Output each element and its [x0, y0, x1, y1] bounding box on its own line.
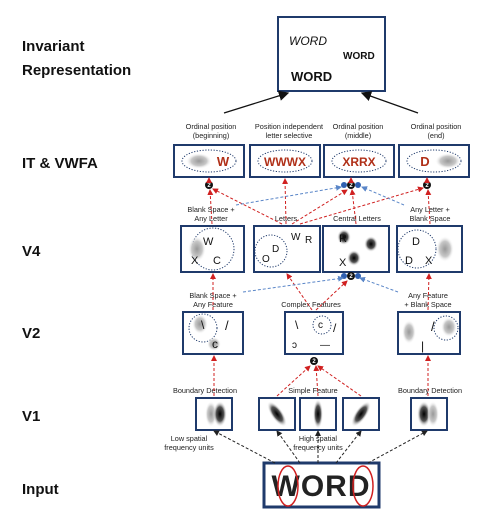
it-caption-4a: Ordinal position — [411, 122, 462, 131]
v2-box-2-glyph-slash: / — [333, 321, 337, 335]
v1-filter-1 — [195, 397, 233, 431]
arrow-to-invariant-right — [360, 91, 419, 114]
marker-number: 2 — [207, 183, 211, 189]
v4-caption-3: Central Letters — [333, 214, 381, 223]
v4-box-3-letter-r: R — [339, 233, 347, 245]
v1-filter-3 — [299, 397, 337, 431]
v2-box-1: \ / c — [182, 311, 244, 355]
it-caption-4b: (end) — [427, 131, 444, 140]
v4-box-2-letter-d: D — [272, 244, 279, 255]
marker-number-it-right: 2 — [425, 183, 429, 189]
v4-box-2-letter-r: R — [305, 235, 312, 246]
v2-box-1-glyph-slash: / — [225, 318, 229, 333]
v4-box-2: W R D O — [253, 225, 321, 273]
v2-caption-2: Complex Features — [281, 300, 341, 309]
invariant-word-small: WORD — [343, 51, 375, 62]
marker-circle — [205, 181, 213, 189]
level-label-representation: Representation — [22, 62, 131, 79]
invariant-word-italic: WORD — [289, 34, 327, 48]
v4-box-1: W X C — [180, 225, 245, 273]
v4-to-it-arrows — [207, 178, 432, 225]
it-caption-1a: Ordinal position — [186, 122, 237, 131]
v2-box-2-glyph-back: \ — [295, 318, 299, 332]
v4-box-1-letter-x: X — [191, 255, 199, 267]
it-captions: Ordinal position (beginning) Position in… — [186, 122, 462, 140]
invariant-representation-box — [277, 16, 386, 92]
it-caption-1b: (beginning) — [193, 131, 230, 140]
v1-caption-simple-feature: Simple Feature — [288, 386, 337, 395]
v1-caption-boundary-right: Boundary Detection — [398, 386, 462, 395]
it-box-2-letters: WWWX — [264, 155, 306, 169]
v4-box-4-letter-d2: D — [405, 255, 413, 267]
v4-box-4: D D X — [396, 225, 463, 273]
level-label-v1: V1 — [22, 408, 40, 425]
level-label-input: Input — [22, 481, 59, 498]
it-box-3-letters: XRRX — [342, 155, 375, 169]
v1-captions: Boundary Detection Simple Feature Bounda… — [173, 386, 462, 395]
v4-box-4-letter-d1: D — [412, 236, 420, 248]
marker-number-it-mid: 2 — [349, 183, 353, 189]
v2-to-v4-arrows — [210, 273, 432, 311]
input-word-box: WORD — [262, 461, 381, 509]
note-high-spatial-1: High spatial — [299, 434, 338, 443]
it-box-4-letter: D — [420, 154, 429, 169]
v2-caption-1a: Blank Space + — [189, 291, 236, 300]
it-box-4: D — [398, 144, 470, 178]
v1-filter-5 — [410, 397, 448, 431]
it-caption-3b: (middle) — [345, 131, 371, 140]
v1-notes: Low spatial frequency units High spatial… — [164, 434, 343, 452]
v4-box-2-letter-w: W — [291, 232, 301, 243]
v2-box-2: \ c / ɔ — — [284, 311, 344, 355]
it-markers: 2 2 2 — [205, 181, 431, 189]
arrow-to-invariant-left — [223, 90, 290, 114]
level-label-invariant: Invariant — [22, 38, 85, 55]
note-low-spatial-2: frequency units — [164, 443, 214, 452]
marker-number-v2: 2 — [312, 359, 316, 365]
v2-box-2-glyph-open-c: ɔ — [292, 340, 297, 351]
v2-box-3: / | — [397, 311, 461, 355]
v1-caption-boundary-left: Boundary Detection — [173, 386, 237, 395]
it-box-1-letter: W — [217, 154, 230, 169]
v4-markers: 2 — [341, 272, 361, 280]
v1-to-v2-arrows — [211, 355, 431, 397]
v2-caption-3a: Any Feature — [408, 291, 448, 300]
v2-box-3-glyph-slash: / — [431, 319, 435, 334]
v1-filter-2 — [258, 397, 296, 431]
invariant-word-bold: WORD — [291, 69, 332, 84]
v2-box-2-glyph-dash: — — [320, 340, 330, 351]
v4-box-1-letter-c: C — [213, 255, 221, 267]
it-box-2: WWWX — [249, 144, 321, 178]
v4-box-3-letter-x: X — [339, 257, 347, 269]
v2-markers: 2 — [310, 357, 318, 365]
v4-caption-1a: Blank Space + — [187, 205, 234, 214]
marker-number-v4: 2 — [349, 274, 353, 280]
level-label-it-vwfa: IT & VWFA — [22, 155, 98, 172]
it-to-top-arrows — [206, 177, 430, 183]
it-box-3: XRRX — [323, 144, 395, 178]
v2-box-1-glyph-c: c — [212, 337, 218, 351]
level-label-v2: V2 — [22, 325, 40, 342]
v4-box-4-letter-x: X — [425, 255, 433, 267]
v4-box-3: R X — [322, 225, 390, 273]
v2-box-2-glyph-c: c — [318, 320, 323, 331]
v4-caption-4a: Any Letter + — [410, 205, 450, 214]
it-box-1: W — [173, 144, 245, 178]
v2-box-3-glyph-bar: | — [421, 339, 424, 353]
input-to-v1-arrows — [213, 430, 428, 464]
v2-box-1-glyph-back: \ — [201, 318, 205, 332]
note-low-spatial-1: Low spatial — [171, 434, 208, 443]
it-caption-2b: letter selective — [266, 131, 313, 140]
it-caption-2a: Position independent — [255, 122, 323, 131]
it-caption-3a: Ordinal position — [333, 122, 384, 131]
v4-box-2-letter-o: O — [262, 254, 270, 265]
level-label-v4: V4 — [22, 243, 41, 260]
v4-box-1-letter-w: W — [203, 236, 214, 248]
v1-filter-4 — [342, 397, 380, 431]
